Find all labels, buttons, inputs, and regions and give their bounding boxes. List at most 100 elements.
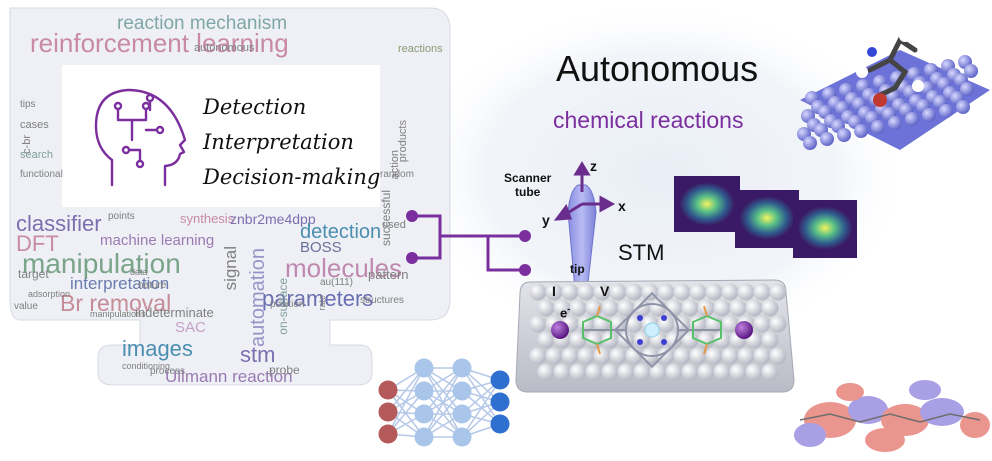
surface-atom: [681, 331, 699, 349]
surface-atom: [601, 363, 619, 381]
surface-atom: [737, 283, 755, 301]
surface-atom: [633, 363, 651, 381]
word-cloud-term: c-br: [21, 135, 33, 154]
surface-atom: [609, 283, 627, 301]
nn-node: [414, 381, 434, 401]
surface-atom: [649, 363, 667, 381]
surface-atom: [745, 299, 763, 317]
surface-atom: [745, 363, 763, 381]
surface-atom: [609, 315, 627, 333]
word-cloud-term: successful: [379, 190, 393, 247]
surface-atom: [922, 108, 936, 122]
surface-atom: [964, 64, 978, 78]
surface-atom: [713, 331, 731, 349]
surface-atom: [545, 347, 563, 365]
connector-node: [406, 210, 418, 222]
surface-atom: [888, 116, 902, 130]
nn-node: [490, 392, 510, 412]
word-cloud-term: structures: [360, 295, 404, 306]
surface-atom: [729, 299, 747, 317]
surface-atom: [905, 112, 919, 126]
nn-node: [414, 404, 434, 424]
connector-node: [406, 252, 418, 264]
surface-atom: [553, 363, 571, 381]
word-cloud-term: au(111): [320, 277, 353, 288]
surface-atom: [601, 331, 619, 349]
word-cloud-term: parameters: [262, 286, 374, 311]
surface-atom: [753, 283, 771, 301]
word-cloud-term: nature: [138, 280, 167, 291]
word-cloud-term: DFT: [16, 231, 59, 256]
word-cloud-term: products: [397, 120, 409, 163]
word-cloud-term: adsorption: [28, 289, 71, 299]
scanner-tube-label: Scanner tube: [504, 171, 552, 199]
orbital-density: [794, 380, 990, 452]
nn-edge: [423, 390, 463, 438]
word-cloud-term: classifier: [16, 211, 102, 236]
surface-atom: [689, 347, 707, 365]
surface-atom: [657, 283, 675, 301]
surface-atom: [577, 283, 595, 301]
word-cloud-term: manipulation: [22, 248, 181, 279]
word-cloud-term: functional: [20, 169, 63, 180]
title: Autonomous: [556, 48, 759, 89]
surface-atom: [537, 299, 555, 317]
word-cloud-term: manipulations: [90, 309, 146, 319]
word-cloud-term: random: [380, 169, 414, 180]
surface-atom: [753, 347, 771, 365]
surface-atom: [837, 128, 851, 142]
word-cloud-term: tips: [20, 99, 36, 110]
surface-atom: [625, 283, 643, 301]
axis-x-label: x: [618, 198, 626, 214]
surface-atom: [681, 363, 699, 381]
surface-atom: [761, 299, 779, 317]
word-cloud-term: rate: [317, 295, 327, 311]
surface-atom: [593, 347, 611, 365]
word-cloud-term: automation: [247, 248, 269, 347]
word-cloud-term: machine learning: [100, 232, 215, 249]
step-detection: Detection: [203, 95, 307, 119]
surface-atom: [721, 283, 739, 301]
surface-atom: [956, 100, 970, 114]
word-cloud-term: cases: [20, 119, 49, 131]
surface-atom: [689, 283, 707, 301]
step-decision-making: Decision-making: [203, 165, 381, 189]
surface-atom: [673, 283, 691, 301]
surface-atom: [721, 315, 739, 333]
surface-atom: [545, 283, 563, 301]
word-cloud-term: probe: [269, 363, 300, 377]
word-cloud-term: stm: [240, 342, 276, 367]
surface-atom: [617, 299, 635, 317]
nn-node: [378, 424, 398, 444]
nn-node: [378, 402, 398, 422]
nn-node: [414, 427, 434, 447]
surface-atom: [769, 283, 787, 301]
word-cloud-term: interpretation: [70, 274, 170, 293]
word-cloud-term: BOSS: [300, 239, 342, 256]
surface-atom: [609, 347, 627, 365]
surface-atom: [657, 347, 675, 365]
stm-label: STM: [618, 240, 665, 265]
monitor-screen: [62, 65, 380, 207]
word-cloud-term: reaction mechanism: [117, 13, 288, 34]
nn-edge: [423, 367, 463, 438]
surface-atom: [697, 363, 715, 381]
molecule: [551, 291, 753, 369]
surface-atom: [617, 363, 635, 381]
word-cloud-term: synthesis: [180, 211, 235, 226]
surface-atom: [665, 363, 683, 381]
surface-atom: [820, 132, 834, 146]
surface-atom: [960, 82, 974, 96]
surface-atom: [854, 124, 868, 138]
connector-node: [519, 230, 531, 242]
current-label: I: [552, 283, 556, 299]
axis-y-label: y: [542, 212, 550, 228]
surface-atom: [593, 283, 611, 301]
background-glow: [410, 0, 910, 350]
word-cloud-term: autonomous: [194, 42, 255, 54]
nn-node: [414, 358, 434, 378]
word-cloud-term: value: [14, 301, 38, 312]
word-cloud-term: target: [18, 267, 49, 281]
